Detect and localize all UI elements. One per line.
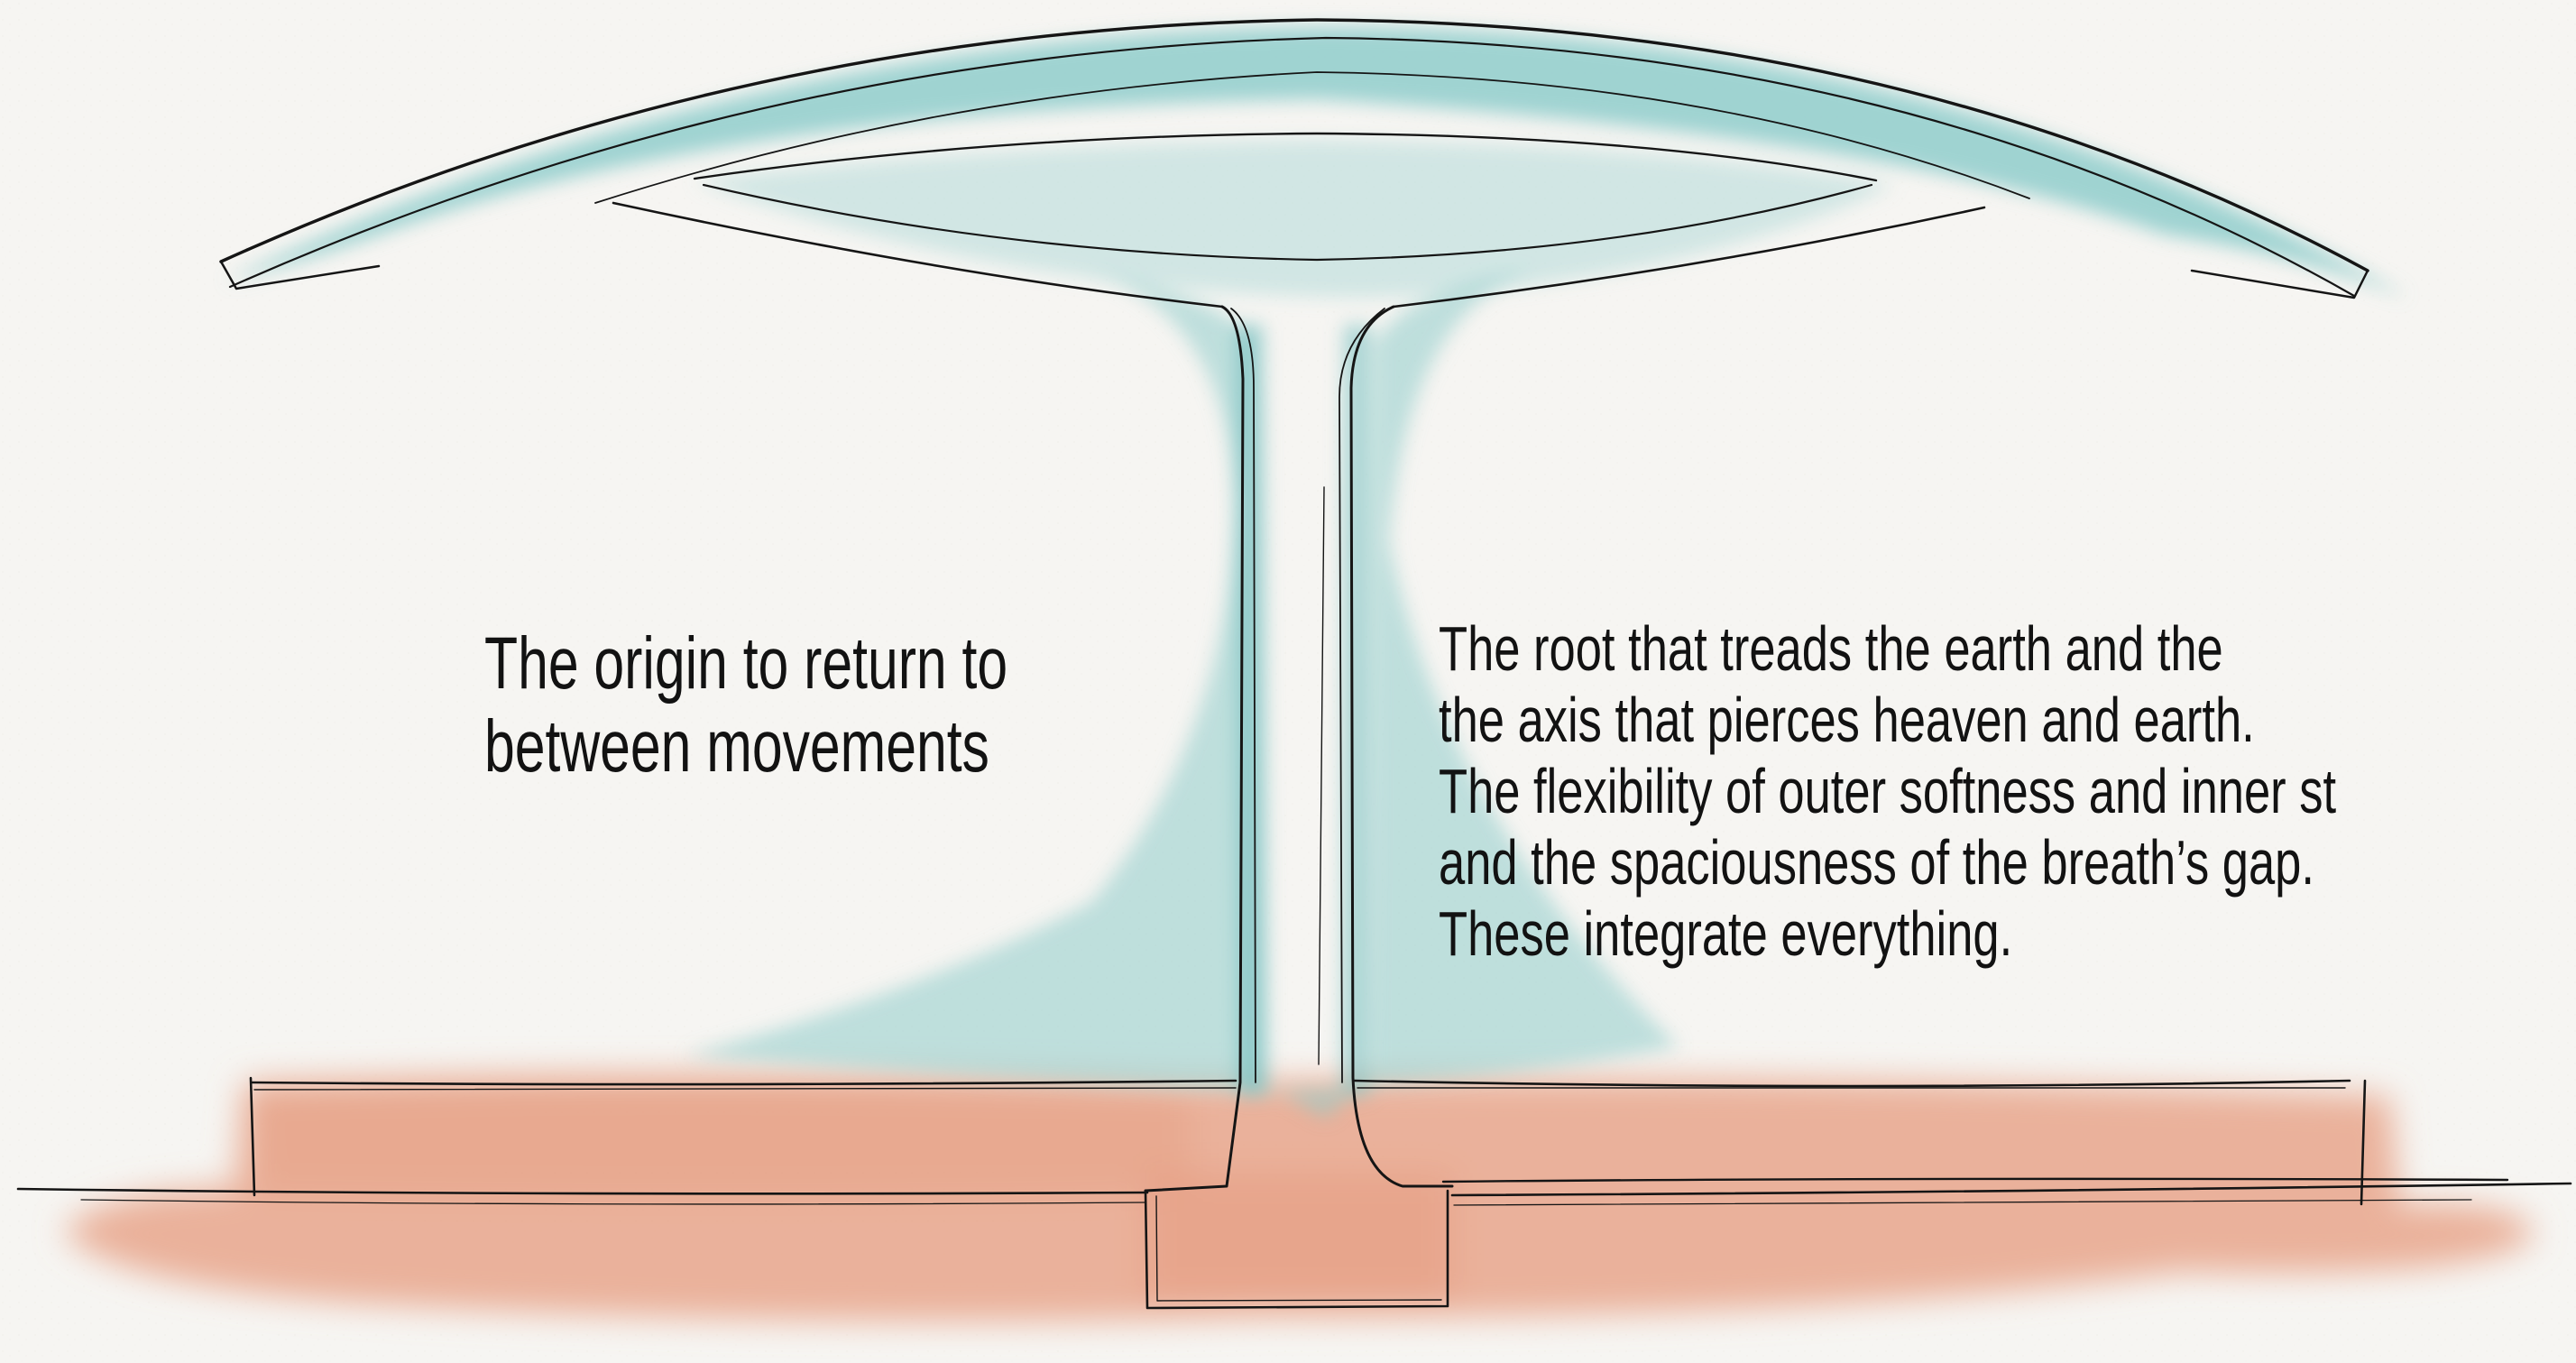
caption-root-axis: The root that treads the earth and the t… [1439, 613, 2336, 970]
caption-origin-line-2: between movements [484, 705, 989, 787]
platform-top-2 [253, 1087, 2346, 1091]
canopy-top-outline [219, 18, 2369, 272]
canopy-top-outline-2 [228, 36, 2356, 298]
platform-top [251, 1079, 2351, 1088]
ground-line-2 [80, 1199, 2472, 1206]
foundation-box-2 [1155, 1195, 1442, 1302]
pillar-left-edge-2 [1230, 308, 1256, 1083]
platform-right-side [2360, 1079, 2367, 1206]
ground-wash [63, 1073, 2535, 1322]
canopy-oval-bottom [702, 183, 1873, 262]
caption-origin-line-1: The origin to return to [484, 622, 1008, 705]
canopy-lower-rib-right [1392, 206, 1986, 309]
ink-lines [16, 18, 2572, 1310]
caption-root-line-5: These integrate everything. [1439, 898, 2013, 969]
caption-root-line-1: The root that treads the earth and the [1439, 613, 2223, 684]
pillar-center-line [1318, 486, 1325, 1065]
canopy-oval-top [693, 132, 1878, 182]
caption-root-line-4: and the spaciousness of the breath’s gap… [1439, 827, 2314, 898]
canopy-inner-line [594, 71, 2030, 204]
canopy-right-tip [2190, 269, 2369, 299]
platform-step-right [1441, 1177, 2509, 1183]
ground-line [16, 1182, 2572, 1197]
pillar-right-edge-2 [1339, 308, 1385, 1083]
canopy-lower-rib-left [612, 201, 1224, 309]
caption-origin: The origin to return to between movement… [484, 622, 1007, 788]
caption-root-line-3: The flexibility of outer softness and in… [1439, 756, 2337, 826]
pillar-right-edge [1349, 305, 1454, 1188]
caption-root-line-2: the axis that pierces heaven and earth. [1439, 685, 2255, 755]
canopy-left-tip [219, 260, 381, 290]
pillar-left-edge [1144, 305, 1245, 1193]
foundation-box [1144, 1189, 1449, 1310]
platform-left-side [249, 1076, 256, 1197]
